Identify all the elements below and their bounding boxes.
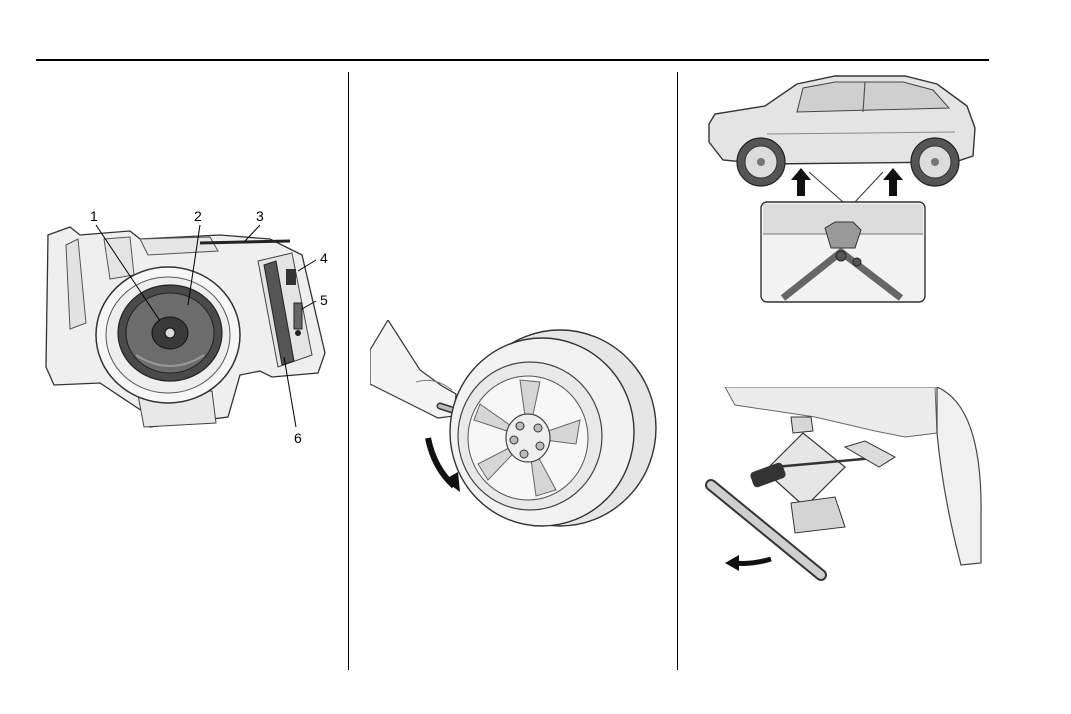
callout-2: 2	[194, 208, 202, 224]
column-divider-right	[677, 72, 678, 670]
callout-5: 5	[320, 292, 328, 308]
jack-operation-illustration	[695, 387, 985, 587]
spare-tire-compartment-illustration: 1 2 3 4 5 6	[40, 205, 340, 450]
column-divider-left	[348, 72, 349, 670]
callout-4: 4	[320, 250, 328, 266]
callout-3: 3	[256, 208, 264, 224]
wheel-nut-wrench-illustration	[370, 320, 660, 530]
callout-6: 6	[294, 430, 302, 446]
callout-1: 1	[90, 208, 98, 224]
header-rule	[36, 59, 989, 61]
vehicle-jacking-points-illustration	[705, 72, 985, 307]
